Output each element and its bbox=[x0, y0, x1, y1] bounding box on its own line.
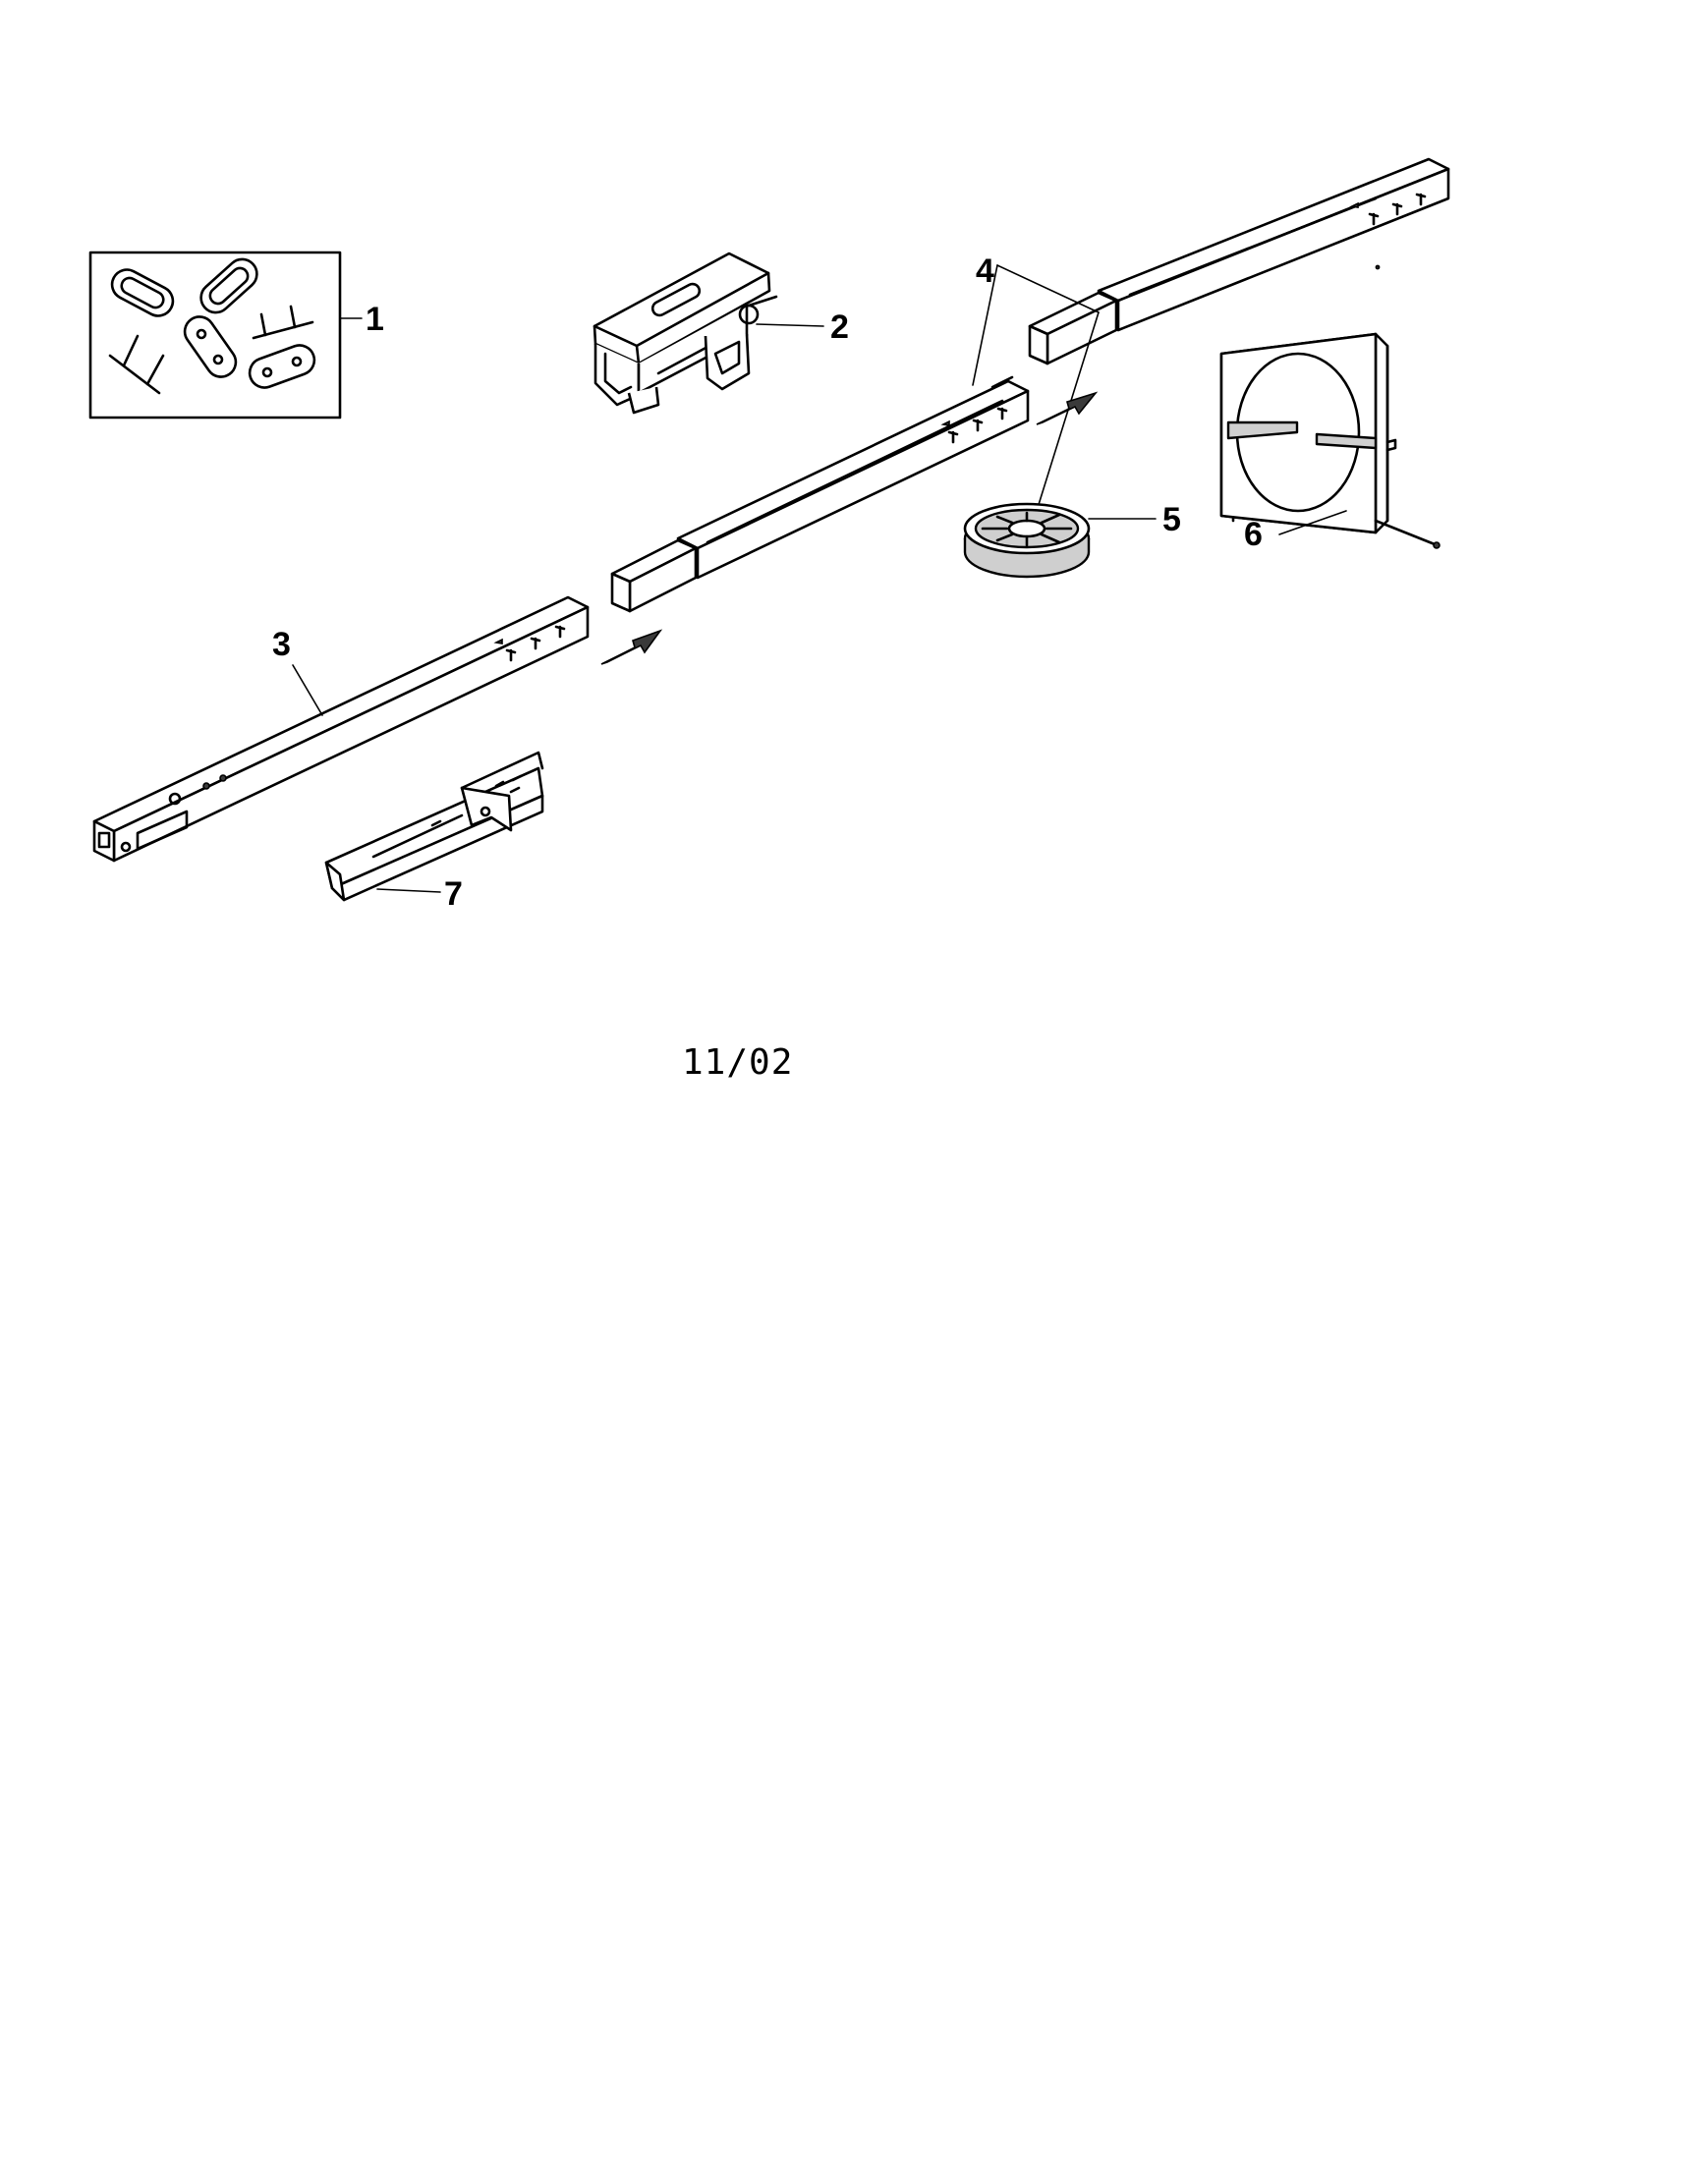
leader-line bbox=[756, 323, 824, 327]
print-speck bbox=[1375, 264, 1381, 270]
part-7-rail-bracket: 7 bbox=[324, 751, 544, 913]
label-part-7: 7 bbox=[444, 875, 463, 913]
label-part-5: 5 bbox=[1162, 501, 1181, 538]
leader-line bbox=[1036, 311, 1100, 512]
label-part-3: 3 bbox=[272, 626, 291, 663]
label-part-6: 6 bbox=[1244, 516, 1263, 553]
label-part-1: 1 bbox=[366, 301, 384, 338]
chain-link-icon bbox=[110, 268, 175, 317]
link-plate-icon bbox=[183, 315, 238, 378]
part-1-master-link-kit: 1 bbox=[88, 251, 384, 420]
link-plate-icon bbox=[248, 344, 316, 389]
label-part-4: 4 bbox=[976, 252, 994, 290]
leader-line bbox=[1278, 510, 1347, 535]
link-pin-icon bbox=[252, 305, 314, 340]
part-4-center-rail-section bbox=[610, 375, 1030, 613]
part-5-pulley: 5 bbox=[963, 501, 1181, 579]
leader-line bbox=[292, 664, 323, 716]
chain-link-icon bbox=[199, 257, 258, 314]
kit-box bbox=[88, 251, 342, 420]
link-pin-icon bbox=[108, 334, 165, 395]
part-2-trolley: 2 bbox=[593, 252, 849, 415]
leader-line bbox=[996, 264, 1100, 313]
assembly-direction-arrow-icon bbox=[1036, 391, 1099, 425]
part-4-rear-rail-section: 4 bbox=[972, 157, 1450, 512]
date-code: 11/02 bbox=[682, 1042, 793, 1083]
leader-line bbox=[376, 888, 441, 893]
label-part-2: 2 bbox=[830, 308, 849, 346]
part-6-chain-package: 6 bbox=[1219, 332, 1441, 553]
assembly-direction-arrow-icon bbox=[600, 629, 663, 665]
part-3-front-rail-section: 3 bbox=[92, 595, 590, 863]
leader-line bbox=[972, 264, 998, 386]
